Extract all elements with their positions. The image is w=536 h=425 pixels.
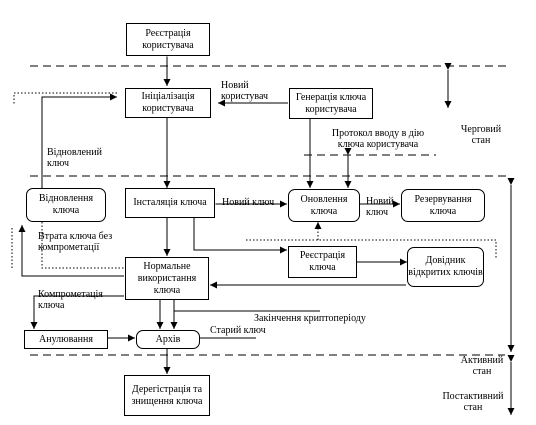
label-crypto-period-end: Закінчення криптоперіоду xyxy=(254,313,366,324)
node-key-backup: Резервування ключа xyxy=(401,189,485,222)
node-key-generation: Генерація ключа користувача xyxy=(289,88,373,119)
node-label: Оновлення ключа xyxy=(300,193,348,217)
node-deregistration: Дерегістрація та знищення ключа xyxy=(124,375,210,416)
node-public-key-directory: Довідник відкритих ключів xyxy=(407,247,484,287)
label-new-key-install: Новий ключ xyxy=(222,197,275,208)
node-cancellation: Анулювання xyxy=(24,330,108,349)
node-user-initialization: Ініціалізація користувача xyxy=(125,88,211,118)
node-label: Архів xyxy=(155,333,181,345)
node-label: Відновлення ключа xyxy=(38,193,94,216)
node-label: Довідник відкритих ключів xyxy=(408,255,483,278)
node-archive: Архів xyxy=(136,330,200,349)
state-active: Активний стан xyxy=(460,355,504,377)
node-label: Інсталяція ключа xyxy=(133,197,207,208)
node-normal-key-use: Нормальне використання ключа xyxy=(125,257,209,300)
label-new-key-backup: Новий ключ xyxy=(366,196,394,218)
label-new-user: Новий користувач xyxy=(221,80,269,102)
node-label: Анулювання xyxy=(39,333,93,345)
node-user-registration: Реєстрація користувача xyxy=(126,23,210,56)
node-label: Генерація ключа користувача xyxy=(295,91,367,115)
node-label: Дерегістрація та знищення ключа xyxy=(131,383,203,407)
label-key-loss: Втрата ключа без компрометації xyxy=(38,231,113,253)
label-recovered-key: Відновлений ключ xyxy=(47,147,102,169)
node-label: Ініціалізація користувача xyxy=(141,91,195,114)
node-key-recovery: Відновлення ключа xyxy=(26,188,106,222)
node-label: Нормальне використання ключа xyxy=(137,260,197,296)
node-label: Резервування ключа xyxy=(414,193,472,217)
label-compromise: Компрометація ключа xyxy=(38,289,103,311)
node-key-installation: Інсталяція ключа xyxy=(125,188,215,218)
node-key-registration: Реєстрація ключа xyxy=(288,246,357,278)
state-standby: Черговий стан xyxy=(460,124,502,146)
node-label: Реєстрація ключа xyxy=(299,250,346,273)
node-label: Реєстрація користувача xyxy=(142,27,194,51)
label-login-protocol: Протокол вводу в дію ключа користувача xyxy=(331,128,425,150)
state-post-active: Постактивний стан xyxy=(442,391,504,413)
node-key-update: Оновлення ключа xyxy=(288,189,360,222)
label-old-key: Старий ключ xyxy=(210,325,266,336)
